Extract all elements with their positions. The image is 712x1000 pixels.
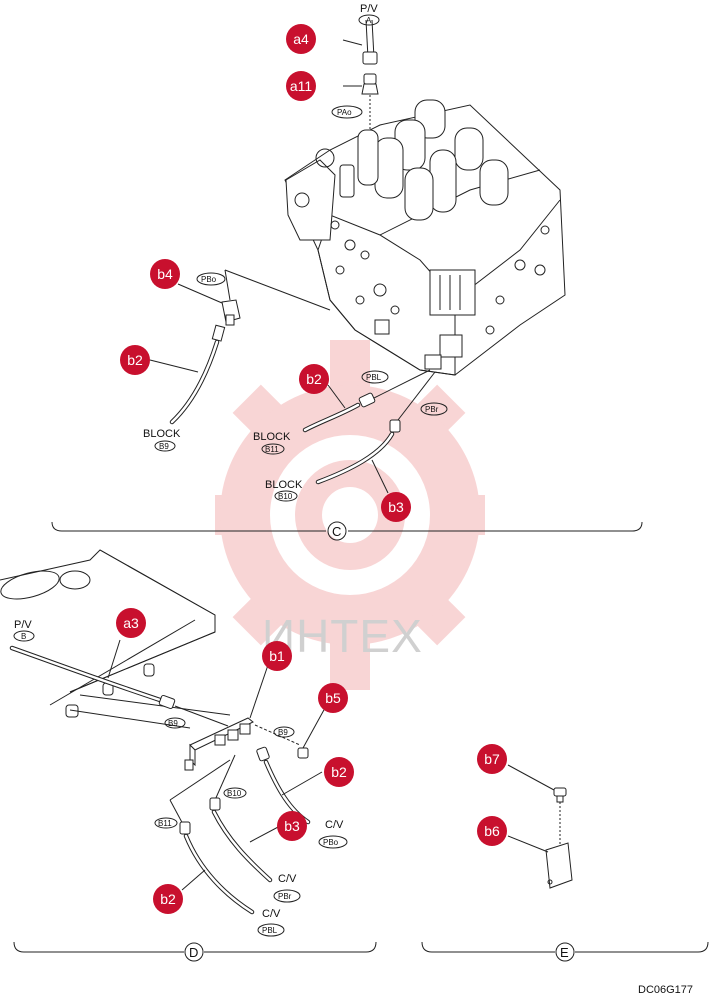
pbl-c-ring [361, 370, 389, 384]
pv-d-label: P/V [14, 619, 32, 631]
b10-d-ring [223, 787, 247, 799]
callout-b2-left: b2 [120, 345, 150, 375]
section-c-marker [327, 521, 347, 541]
svg-text:b2: b2 [306, 371, 322, 387]
block-b11-ring [261, 443, 285, 455]
cv-pbl-ring [257, 923, 285, 937]
svg-text:b5: b5 [325, 690, 341, 706]
callout-b3-d: b3 [277, 811, 307, 841]
pbr-c-label: PBr [425, 405, 439, 414]
hose-b2-d-bottom [169, 759, 255, 915]
cv-pbr-ring [273, 889, 301, 903]
cv-pbl-port: PBL [262, 926, 278, 935]
block-b9-port: B9 [159, 442, 169, 451]
section-d-marker [184, 942, 204, 962]
svg-text:a11: a11 [290, 78, 313, 94]
b9-block-ring [273, 726, 295, 738]
fitting-a11 [343, 73, 379, 130]
svg-text:b6: b6 [484, 823, 500, 839]
block-b10-port: B10 [278, 492, 293, 501]
cv-pbr-label: C/V [278, 873, 297, 885]
cv-pbo-label: C/V [325, 819, 344, 831]
block-b9-label: BLOCK [143, 428, 181, 440]
hose-b2-mid [302, 369, 431, 433]
svg-text:b1: b1 [269, 648, 285, 664]
block-b9-ring [154, 440, 176, 452]
callout-b2-d-right: b2 [324, 757, 354, 787]
callout-b6: b6 [477, 816, 507, 846]
pv-top-port-ring [358, 14, 380, 26]
callout-b4: b4 [150, 259, 180, 289]
hose-a3 [9, 639, 229, 727]
callout-b2-mid: b2 [299, 364, 329, 394]
b11-d-label: B11 [158, 819, 172, 828]
block-b10-label: BLOCK [265, 479, 303, 491]
callout-b7: b7 [477, 744, 507, 774]
b10-d-label: B10 [227, 789, 242, 798]
callout-b3-c: b3 [381, 492, 411, 522]
bolt-b5 [297, 707, 326, 759]
callout-a11: a11 [286, 71, 316, 101]
clamp-b6 [507, 835, 573, 889]
callout-a4: a4 [286, 24, 316, 54]
pbl-c-label: PBL [366, 373, 382, 382]
b9-hose-label: B9 [168, 719, 178, 728]
pv-d-port: B [21, 632, 26, 641]
b9-block-label: B9 [278, 728, 288, 737]
hose-b3-d [209, 754, 281, 883]
svg-text:a3: a3 [123, 615, 139, 631]
svg-text:b7: b7 [484, 751, 500, 767]
section-e-label: E [560, 945, 569, 960]
callout-b2-d-bottom: b2 [153, 884, 183, 914]
section-e-bracket [421, 941, 709, 953]
block-b11-label: BLOCK [253, 431, 291, 443]
svg-text:b2: b2 [160, 891, 176, 907]
pbo-c-ring [196, 272, 226, 286]
pbr-c-ring [420, 402, 448, 416]
pao-label: PAo [337, 108, 352, 117]
callout-b1: b1 [262, 641, 292, 671]
svg-text:b2: b2 [331, 764, 347, 780]
svg-text:b4: b4 [157, 266, 173, 282]
callout-a3: a3 [116, 608, 146, 638]
cv-pbr-port: PBr [278, 892, 292, 901]
svg-text:a4: a4 [293, 31, 309, 47]
b11-d-ring [154, 817, 178, 829]
control-valve-assembly [284, 99, 566, 376]
pv-d-ring [13, 630, 35, 642]
watermark-gear [215, 340, 485, 690]
pilot-line-a4 [342, 19, 378, 65]
svg-text:b3: b3 [388, 499, 404, 515]
pao-ring [331, 105, 363, 119]
block-b11-port: B11 [265, 445, 279, 454]
hose-b2-d-right [256, 746, 323, 825]
fitting-b4 [177, 269, 331, 326]
callout-b5: b5 [318, 683, 348, 713]
section-e-marker [555, 942, 575, 962]
block-b1 [184, 664, 301, 771]
section-d-bracket [13, 941, 377, 953]
cv-pbl-label: C/V [262, 908, 281, 920]
pv-top-port: A [366, 16, 372, 25]
cv-pbo-port: PBo [323, 838, 339, 847]
frame-plate [0, 549, 231, 729]
b9-hose-ring [164, 717, 186, 729]
section-c-label: C [332, 524, 341, 539]
svg-text:b3: b3 [284, 818, 300, 834]
cv-pbo-ring [318, 835, 348, 849]
pbo-c-label: PBo [201, 275, 217, 284]
pv-top-label: P/V [360, 3, 378, 15]
block-b10-ring [274, 490, 298, 502]
section-c-bracket [51, 521, 643, 532]
hose-b3-c [315, 371, 436, 494]
svg-text:b2: b2 [127, 352, 143, 368]
hose-b2-left [149, 324, 226, 425]
figure-code: DC06G177 [638, 984, 693, 996]
section-d-label: D [189, 945, 198, 960]
bolt-b7 [507, 764, 567, 845]
